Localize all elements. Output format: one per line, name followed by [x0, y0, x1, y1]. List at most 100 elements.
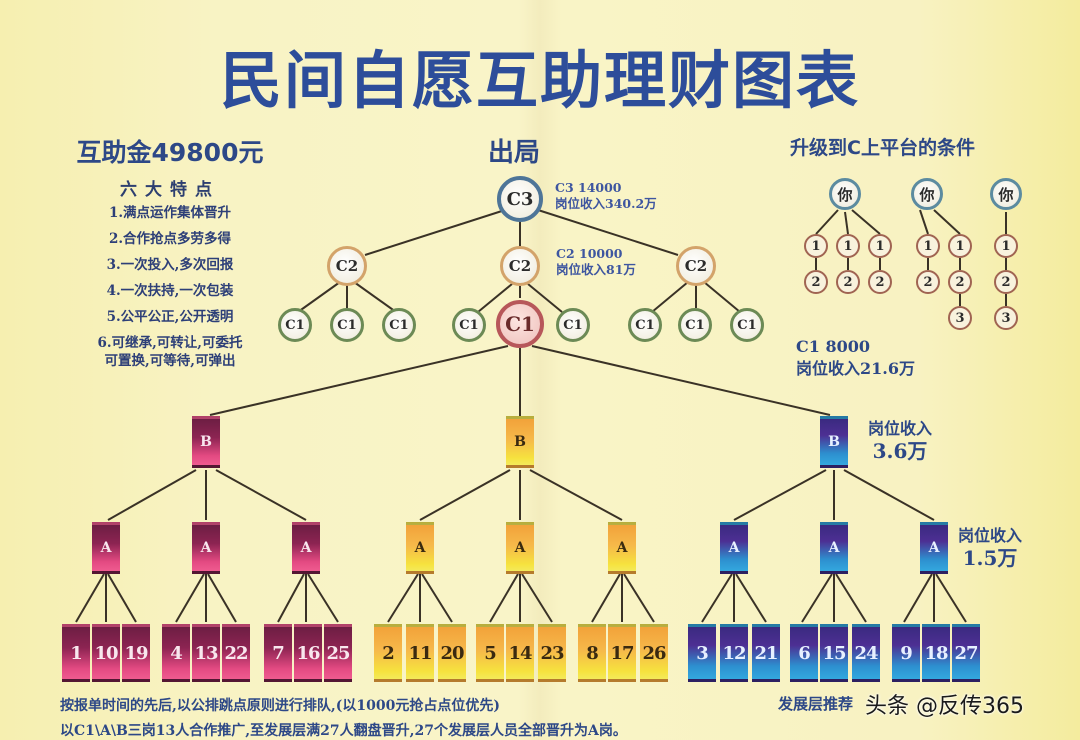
node-c1: C1: [678, 308, 712, 342]
node-num: 1: [804, 234, 828, 258]
node-num: 1: [836, 234, 860, 258]
node-you: 你: [911, 178, 943, 210]
features-subtitle: 六大特点: [120, 180, 220, 200]
node-b-pink: B: [192, 416, 220, 468]
feature-item: 可置换,可等待,可弹出: [104, 353, 236, 369]
node-a-blue: A: [920, 522, 948, 574]
node-a-pink: A: [292, 522, 320, 574]
leaf-node: 13: [192, 624, 220, 682]
leaf-node: 3: [688, 624, 716, 682]
node-c1-you: C1: [496, 300, 544, 348]
feature-item: 5.公平公正,公开透明: [106, 309, 234, 325]
node-num: 1: [916, 234, 940, 258]
leaf-node: 17: [608, 624, 636, 682]
node-b-blue: B: [820, 416, 848, 468]
node-c1: C1: [452, 308, 486, 342]
mutual-aid-amount: 互助金49800元: [76, 138, 264, 167]
node-num: 1: [994, 234, 1018, 258]
leaf-node: 5: [476, 624, 504, 682]
c3-info: C3 14000 岗位收入340.2万: [555, 180, 657, 212]
node-num: 2: [948, 270, 972, 294]
feature-item: 2.合作抢点多劳多得: [108, 231, 232, 247]
leaf-node: 26: [640, 624, 668, 682]
leaf-node: 15: [820, 624, 848, 682]
leaf-node: 22: [222, 624, 250, 682]
node-you: 你: [829, 178, 861, 210]
c3-price: C3 14000: [555, 180, 622, 195]
node-a-pink: A: [92, 522, 120, 574]
leaf-node: 9: [892, 624, 920, 682]
footer-rule-line1: 按报单时间的先后,以公排跳点原则进行排队,(以1000元抢占点位优先): [60, 698, 500, 714]
node-you: 你: [990, 178, 1022, 210]
b-income: 岗位收入 3.6万: [868, 418, 932, 462]
features-panel: 互助金49800元 六大特点 1.满点运作集体晋升 2.合作抢点多劳多得 3.一…: [40, 133, 300, 370]
node-a-pink: A: [192, 522, 220, 574]
c2-info: C2 10000 岗位收入81万: [556, 246, 636, 278]
leaf-node: 11: [406, 624, 434, 682]
node-a-blue: A: [820, 522, 848, 574]
node-num: 2: [868, 270, 892, 294]
node-c3: C3: [497, 176, 543, 222]
node-c1: C1: [382, 308, 416, 342]
leaf-node: 14: [506, 624, 534, 682]
node-num: 1: [948, 234, 972, 258]
node-num: 3: [948, 306, 972, 330]
leaf-node: 7: [264, 624, 292, 682]
footer-rule-line2: 以C1\A\B三岗13人合作推广,至发展层满27人翻盘晋升,27个发展层人员全部…: [60, 723, 627, 739]
node-c2-left: C2: [327, 246, 367, 286]
c3-income: 岗位收入340.2万: [555, 196, 657, 211]
a-income-label: 岗位收入: [958, 526, 1023, 545]
leaf-node: 19: [122, 624, 150, 682]
c2-income: 岗位收入81万: [556, 262, 636, 277]
feature-item: 6.可继承,可转让,可委托: [97, 335, 243, 351]
node-num: 3: [994, 306, 1018, 330]
b-income-value: 3.6万: [872, 439, 928, 463]
c1-price: C1 8000: [796, 337, 870, 356]
node-num: 2: [994, 270, 1018, 294]
node-c2-center: C2: [500, 246, 540, 286]
leaf-node: 6: [790, 624, 818, 682]
node-num: 2: [804, 270, 828, 294]
c1-info: C1 8000 岗位收入21.6万: [796, 336, 915, 380]
node-c1: C1: [330, 308, 364, 342]
leaf-node: 4: [162, 624, 190, 682]
node-c2-right: C2: [676, 246, 716, 286]
leaf-node: 25: [324, 624, 352, 682]
watermark: 头条 @反传365: [865, 694, 1024, 719]
leaf-node: 20: [438, 624, 466, 682]
b-income-label: 岗位收入: [868, 419, 933, 438]
leaf-node: 23: [538, 624, 566, 682]
feature-item: 4.一次扶持,一次包装: [106, 283, 234, 299]
leaf-node: 18: [922, 624, 950, 682]
exit-label: 出局: [488, 138, 541, 168]
a-income: 岗位收入 1.5万: [958, 525, 1022, 569]
page-title: 民间自愿互助理财图表: [219, 44, 860, 117]
node-a-gold: A: [608, 522, 636, 574]
leaf-node: 27: [952, 624, 980, 682]
leaf-node: 12: [720, 624, 748, 682]
conditions-title: 升级到C上平台的条件: [790, 137, 975, 159]
leaf-node: 24: [852, 624, 880, 682]
leaf-node: 2: [374, 624, 402, 682]
node-c1: C1: [628, 308, 662, 342]
node-a-blue: A: [720, 522, 748, 574]
leaf-node: 21: [752, 624, 780, 682]
node-a-gold: A: [406, 522, 434, 574]
feature-item: 1.满点运作集体晋升: [108, 205, 232, 221]
leaf-node: 1: [62, 624, 90, 682]
feature-item: 3.一次投入,多次回报: [106, 257, 234, 273]
leaf-node: 8: [578, 624, 606, 682]
node-a-gold: A: [506, 522, 534, 574]
node-c1: C1: [556, 308, 590, 342]
node-num: 1: [868, 234, 892, 258]
node-c1: C1: [730, 308, 764, 342]
c2-price: C2 10000: [556, 246, 623, 261]
node-num: 2: [836, 270, 860, 294]
leaf-node: 10: [92, 624, 120, 682]
a-income-value: 1.5万: [962, 546, 1018, 570]
node-c1: C1: [278, 308, 312, 342]
leaf-node: 16: [294, 624, 322, 682]
dev-layer-title: 发展层推荐: [778, 695, 854, 713]
node-num: 2: [916, 270, 940, 294]
